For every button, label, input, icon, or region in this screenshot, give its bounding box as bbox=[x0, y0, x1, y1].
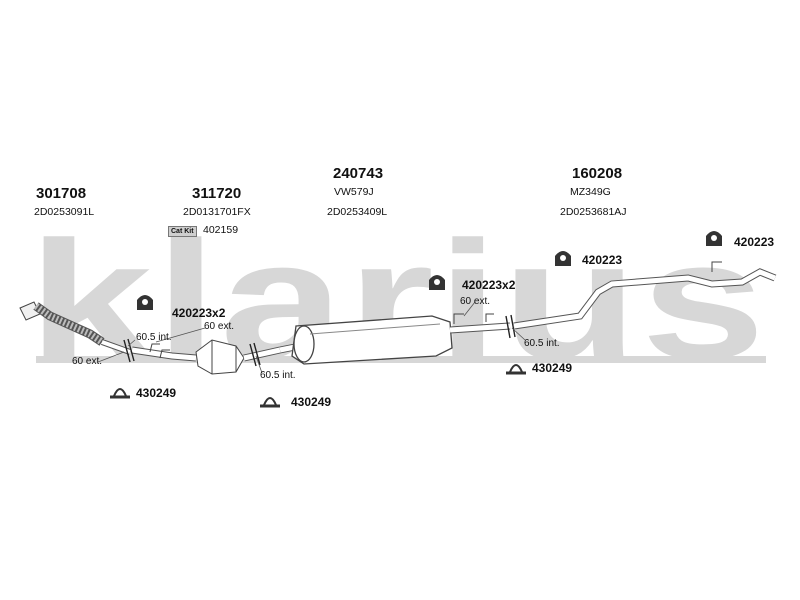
joint-clamp-1 bbox=[123, 338, 135, 363]
oem-number-middle-silencer: 2D0253409L bbox=[327, 206, 388, 218]
joint-note-1-int: 60.5 int. bbox=[136, 332, 172, 343]
mount-icon-1 bbox=[137, 295, 153, 310]
oem-number-catalyst: 2D0131701FX bbox=[183, 206, 251, 218]
oem-number-front-pipe: 2D0253091L bbox=[34, 206, 95, 218]
middle-silencer-end bbox=[293, 325, 315, 363]
cat-outlet bbox=[243, 347, 281, 361]
cat-kit-badge: Cat Kit bbox=[168, 226, 197, 237]
mount-icon-3 bbox=[555, 251, 571, 266]
watermark-underline bbox=[36, 356, 766, 363]
clamp-icons bbox=[110, 364, 526, 408]
oem-number-rear-pipe: 2D0253681AJ bbox=[560, 206, 627, 218]
rubber-mount-icons bbox=[137, 231, 722, 310]
fitting-code-clamp-2: 430249 bbox=[291, 395, 332, 409]
fitting-code-mount-4: 420223 bbox=[734, 235, 775, 249]
fitting-code-mount-3: 420223 bbox=[582, 253, 623, 267]
joint-note-2-int: 60.5 int. bbox=[260, 370, 296, 381]
rear-link-hangers bbox=[453, 313, 494, 324]
part-number-front-pipe: 301708 bbox=[36, 185, 87, 202]
fitting-code-clamp-3: 430249 bbox=[532, 361, 573, 375]
cat-kit-number: 402159 bbox=[203, 224, 239, 236]
cat-seams bbox=[211, 340, 237, 374]
joint-note-3-ext: 60 ext. bbox=[460, 296, 491, 307]
middle-silencer bbox=[291, 315, 453, 365]
joint-clamp-3 bbox=[505, 314, 516, 339]
front-pipe-outlet bbox=[101, 340, 131, 354]
ref-number-middle-silencer: VW579J bbox=[334, 186, 374, 198]
clamp-icon-2 bbox=[260, 397, 280, 408]
joint-note-3-int: 60.5 int. bbox=[524, 338, 560, 349]
clamp-icon-1 bbox=[110, 388, 130, 399]
ref-number-rear-pipe: MZ349G bbox=[570, 186, 611, 198]
mount-icon-4 bbox=[706, 231, 722, 246]
joint-clamp-2 bbox=[249, 342, 261, 367]
flex-pipe bbox=[33, 303, 104, 345]
joint-note-1-ext: 60 ext. bbox=[72, 356, 103, 367]
part-number-catalyst: 311720 bbox=[192, 185, 242, 202]
middle-silencer-seam bbox=[309, 323, 441, 335]
part-number-middle-silencer: 240743 bbox=[333, 165, 384, 182]
mount-icon-2 bbox=[429, 275, 445, 290]
cat-inlet-pipe bbox=[131, 347, 197, 361]
cat-hanger-1 bbox=[149, 343, 160, 353]
clamp-icon-3 bbox=[506, 364, 526, 375]
fitting-code-mount-1: 420223x2 bbox=[172, 306, 226, 320]
cat-hanger-2 bbox=[159, 349, 170, 359]
part-number-rear-pipe: 160208 bbox=[572, 165, 623, 182]
fitting-code-clamp-1: 430249 bbox=[136, 386, 177, 400]
joint-note-2-ext: 60 ext. bbox=[204, 321, 235, 332]
catalytic-converter bbox=[195, 339, 245, 375]
rear-pipe bbox=[513, 269, 776, 329]
fitting-code-mount-2: 420223x2 bbox=[462, 278, 516, 292]
rear-link-pipe bbox=[449, 323, 511, 333]
leader-lines bbox=[97, 301, 526, 374]
rear-pipe-hanger bbox=[711, 261, 722, 272]
